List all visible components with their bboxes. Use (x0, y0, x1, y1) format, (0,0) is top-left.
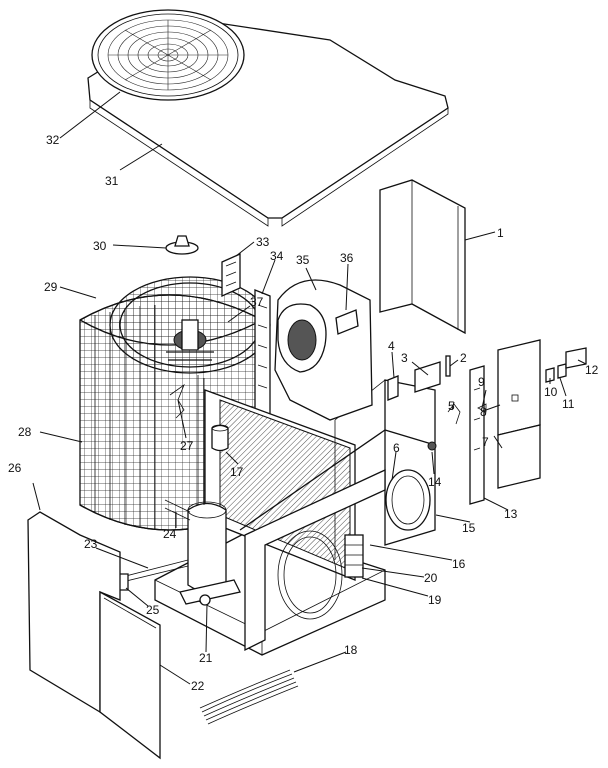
callout-labels: 1 2 3 4 5 6 7 8 9 10 11 12 13 14 15 16 1… (8, 133, 599, 693)
callout-6: 6 (393, 441, 400, 455)
callout-4: 4 (388, 339, 395, 353)
callout-29: 29 (44, 280, 58, 294)
callout-1: 1 (497, 226, 504, 240)
callout-11: 11 (562, 397, 575, 411)
front-panel-frame (244, 468, 386, 652)
callout-33: 33 (256, 235, 270, 249)
callout-34: 34 (270, 249, 284, 263)
callout-3: 3 (401, 351, 408, 365)
plug-part-14 (427, 441, 437, 451)
clip-part-5 (447, 403, 461, 425)
access-panel (379, 179, 466, 335)
callout-14: 14 (428, 475, 442, 489)
rail-part-13 (469, 365, 485, 505)
bracket-part-4 (387, 375, 399, 401)
callout-21: 21 (199, 651, 213, 665)
callout-25: 25 (146, 603, 160, 617)
callout-10: 10 (544, 385, 558, 399)
callout-17: 17 (230, 465, 244, 479)
callout-8: 8 (480, 405, 487, 419)
fan-motor (166, 319, 214, 361)
cover-part-12 (565, 347, 587, 369)
cover-plate-part-7 (497, 424, 541, 489)
callout-12: 12 (585, 363, 599, 377)
callout-5: 5 (448, 399, 455, 413)
callout-16: 16 (452, 557, 466, 571)
cover-plate-part-8 (497, 339, 541, 436)
callout-7: 7 (482, 435, 489, 449)
compressor (179, 501, 241, 606)
callout-20: 20 (424, 571, 438, 585)
callout-36: 36 (340, 251, 354, 265)
callout-23: 23 (84, 537, 98, 551)
cabinet-frame (239, 379, 436, 560)
callout-26: 26 (8, 461, 22, 475)
callout-22: 22 (191, 679, 205, 693)
clip-part-11 (557, 363, 567, 379)
callout-31: 31 (105, 174, 119, 188)
fan-grille (91, 9, 245, 101)
callout-27: 27 (180, 439, 194, 453)
front-panels (27, 511, 161, 760)
callout-2: 2 (460, 351, 467, 365)
callout-24: 24 (163, 527, 177, 541)
relay-part-2 (445, 355, 451, 377)
callout-28: 28 (18, 425, 32, 439)
callout-37: 37 (250, 295, 264, 309)
small-parts (387, 339, 587, 505)
coil-fitting (344, 534, 364, 578)
callout-30: 30 (93, 239, 107, 253)
callout-13: 13 (504, 507, 518, 521)
leader-lines (32, 91, 587, 685)
coil-support (254, 289, 271, 421)
control-box-part-3 (414, 361, 441, 393)
wire-harness (199, 669, 299, 725)
callout-35: 35 (296, 253, 310, 267)
capacitor (211, 424, 229, 452)
bracket (221, 252, 241, 298)
callout-15: 15 (462, 521, 476, 535)
blower-housing (274, 279, 373, 421)
clip-part-10 (545, 367, 555, 383)
callout-32: 32 (46, 133, 60, 147)
fan-cap (165, 235, 199, 255)
callout-19: 19 (428, 593, 442, 607)
callout-18: 18 (344, 643, 358, 657)
callout-9: 9 (478, 375, 485, 389)
